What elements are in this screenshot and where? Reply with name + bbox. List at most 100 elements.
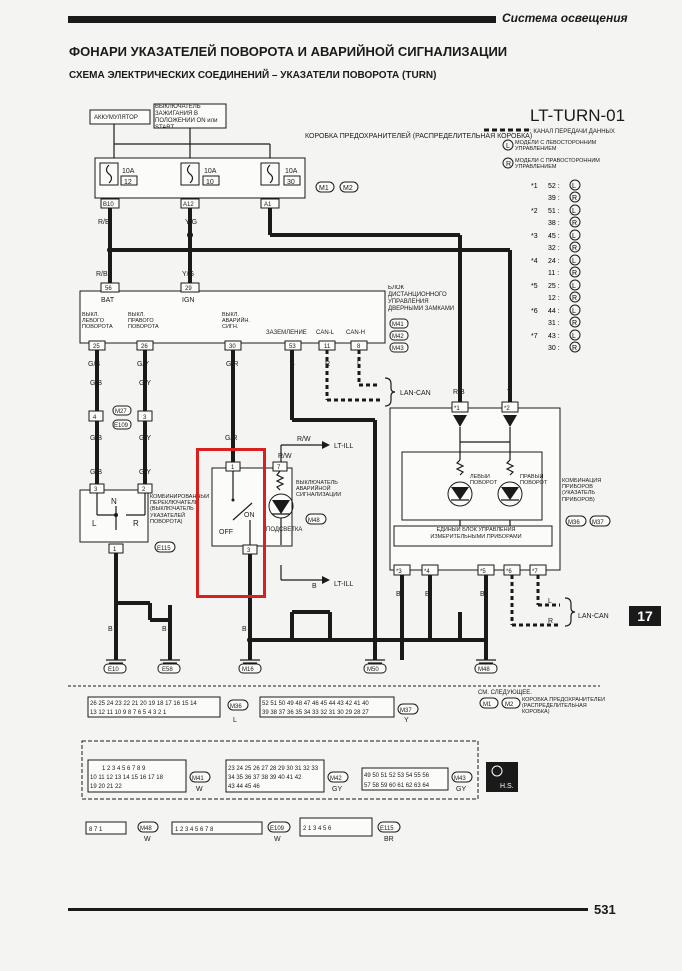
ground-m16: M16 bbox=[238, 659, 262, 674]
wire-gr-2: G/R bbox=[225, 435, 237, 442]
pin-l-symbol bbox=[569, 229, 581, 241]
fuse-a12: 10A 10 bbox=[180, 162, 220, 186]
wire-gy-3: G/Y bbox=[139, 435, 151, 442]
pin-ref: *1 bbox=[531, 183, 538, 190]
pin-r-symbol bbox=[569, 316, 581, 328]
svg-text:E109: E109 bbox=[270, 826, 285, 832]
legend-rhd: МОДЕЛИ С ПРАВОСТОРОННИМ УПРАВЛЕНИЕМ bbox=[515, 158, 600, 171]
cluster-left-lamp: ЛЕВЫЙ ПОВОРОТ bbox=[470, 474, 498, 486]
svg-text:*5: *5 bbox=[480, 569, 486, 575]
svg-text:34 35 36 37 38 39 40 41 42: 34 35 36 37 38 39 40 41 42 bbox=[228, 775, 302, 781]
combo-pos-r: R bbox=[133, 519, 139, 528]
lan-can-cluster: LAN-CAN bbox=[578, 613, 609, 620]
footer-bar bbox=[68, 908, 588, 911]
bcm-input-left: ВЫКЛ. ЛЕВОГО ПОВОРОТА bbox=[82, 312, 113, 330]
svg-text:M36: M36 bbox=[568, 520, 580, 526]
hazard-pin-1: 1 bbox=[231, 465, 235, 471]
svg-text:1 2 3 4 5 6 7 8: 1 2 3 4 5 6 7 8 bbox=[175, 827, 214, 833]
svg-text:10A: 10A bbox=[122, 168, 135, 175]
ignition-label: ВЫКЛЮЧАТЕЛЬ ЗАЖИГАНИЯ В ПОЛОЖЕНИИ ON или… bbox=[155, 104, 218, 128]
svg-text:2 1 3 4 5 6: 2 1 3 4 5 6 bbox=[303, 826, 332, 832]
cluster-right-lamp: ПРАВЫЙ ПОВОРОТ bbox=[520, 474, 548, 486]
svg-text:E115: E115 bbox=[380, 826, 394, 832]
wire-b-e58: B bbox=[162, 626, 167, 633]
svg-text:53: 53 bbox=[289, 344, 296, 350]
wire-gb-1: G/B bbox=[88, 361, 100, 368]
svg-text:25: 25 bbox=[93, 344, 100, 350]
svg-text:M37: M37 bbox=[400, 708, 412, 714]
pin-l-letter: L bbox=[572, 233, 576, 240]
hazard-off: OFF bbox=[219, 529, 233, 536]
highlight-box bbox=[196, 448, 266, 598]
svg-text:26: 26 bbox=[141, 344, 148, 350]
pin-r-symbol bbox=[569, 341, 581, 353]
legend-r-symbol: R bbox=[506, 161, 511, 168]
svg-text:L: L bbox=[233, 717, 237, 724]
battery-label: АККУМУЛЯТОР bbox=[94, 115, 138, 121]
lt-ill-bottom: LT-ILL bbox=[334, 581, 353, 588]
lan-can-bcm: LAN-CAN bbox=[400, 390, 431, 397]
legend-lhd: МОДЕЛИ С ЛЕВОСТОРОННИМ УПРАВЛЕНИЕМ bbox=[515, 140, 597, 153]
svg-text:26 25 24 23 22 21 20 19 18 17: 26 25 24 23 22 21 20 19 18 17 16 15 14 bbox=[90, 701, 197, 707]
svg-text:13 12 11 10 9 8 7 6 5 4 3 2 1: 13 12 11 10 9 8 7 6 5 4 3 2 1 bbox=[90, 710, 167, 716]
svg-text:H.S.: H.S. bbox=[500, 783, 514, 790]
svg-text:8: 8 bbox=[357, 344, 361, 350]
page-number: 531 bbox=[594, 902, 616, 917]
wire-yg-bcm: Y/G bbox=[182, 271, 194, 278]
combo-switch-box bbox=[79, 489, 149, 543]
svg-text:12: 12 bbox=[124, 179, 132, 186]
pin-a12: A12 bbox=[183, 202, 194, 208]
combo-pos-n: N bbox=[111, 497, 117, 506]
pin-l-symbol bbox=[569, 304, 581, 316]
svg-text:8 7 1: 8 7 1 bbox=[89, 827, 103, 833]
section-title: Система освещения bbox=[502, 11, 628, 25]
svg-text:W: W bbox=[274, 836, 281, 843]
pin-b10: B10 bbox=[103, 202, 114, 208]
wire-gb-4: G/B bbox=[90, 469, 102, 476]
svg-text:3: 3 bbox=[143, 415, 147, 421]
svg-text:GY: GY bbox=[332, 786, 342, 793]
hazard-lamp-label: ПОДСВЕТКА bbox=[266, 527, 302, 533]
pin-l-value: 45 : bbox=[548, 233, 560, 240]
bcm-pin-29: 29 bbox=[185, 286, 192, 292]
pin-l-letter: L bbox=[572, 333, 576, 340]
pin-r-letter: R bbox=[572, 345, 577, 352]
see-below: СМ. СЛЕДУЮЩЕЕ. bbox=[478, 690, 532, 696]
connector-fuse-label: КОРОБКА ПРЕДОХРАНИТЕЛЕЙ (РАСПРЕДЕЛИТЕЛЬН… bbox=[522, 697, 606, 716]
wire-gy-4: G/Y bbox=[139, 469, 151, 476]
pin-l-value: 25 : bbox=[548, 283, 560, 290]
svg-text:Y: Y bbox=[404, 717, 409, 724]
lt-ill-top: LT-ILL bbox=[334, 443, 353, 450]
fuse-box-label: КОРОБКА ПРЕДОХРАНИТЕЛЕЙ (РАСПРЕДЕЛИТЕЛЬН… bbox=[305, 131, 532, 140]
hazard-on: ON bbox=[244, 512, 255, 519]
bcm-pin-56: 56 bbox=[105, 286, 112, 292]
pin-l-letter: L bbox=[572, 283, 576, 290]
svg-text:*4: *4 bbox=[424, 569, 430, 575]
svg-text:19 20 21 22: 19 20 21 22 bbox=[90, 784, 122, 790]
page-subtitle: СХЕМА ЭЛЕКТРИЧЕСКИХ СОЕДИНЕНИЙ – УКАЗАТЕ… bbox=[69, 70, 437, 81]
pin-l-letter: L bbox=[572, 308, 576, 315]
pin-r-value: 32 : bbox=[548, 245, 560, 252]
pin-r-letter: R bbox=[572, 195, 577, 202]
wire-gy-2: G/Y bbox=[139, 380, 151, 387]
pin-l-symbol bbox=[569, 329, 581, 341]
page-title: ФОНАРИ УКАЗАТЕЛЕЙ ПОВОРОТА И АВАРИЙНОЙ С… bbox=[69, 44, 508, 59]
svg-text:52 51 50 49 48 47 46 45 44 43: 52 51 50 49 48 47 46 45 44 43 42 41 40 bbox=[262, 701, 369, 707]
svg-text:M43: M43 bbox=[392, 346, 404, 352]
hazard-switch-label: ВЫКЛЮЧАТЕЛЬ АВАРИЙНОЙ СИГНАЛИЗАЦИИ bbox=[296, 480, 342, 499]
bcm-input-right: ВЫКЛ. ПРАВОГО ПОВОРОТА bbox=[128, 312, 159, 330]
hazard-pin-3: 3 bbox=[247, 548, 251, 554]
pin-r-letter: R bbox=[572, 295, 577, 302]
svg-text:M41: M41 bbox=[392, 322, 404, 328]
combo-switch-label: КОМБИНИРОВАННЫЙ ПЕРЕКЛЮЧАТЕЛЬ (ВЫКЛЮЧАТЕ… bbox=[150, 494, 210, 525]
combo-pos-l: L bbox=[92, 519, 97, 528]
bcm-bat: BAT bbox=[101, 297, 115, 304]
fuse-a1: 10A 30 bbox=[260, 162, 301, 186]
svg-text:M36: M36 bbox=[230, 704, 242, 710]
svg-text:M27: M27 bbox=[115, 409, 127, 415]
combo-pin-2: 2 bbox=[142, 487, 146, 493]
svg-text:23 24 25 26 27 28 29 30 31 32: 23 24 25 26 27 28 29 30 31 32 33 bbox=[228, 766, 319, 772]
svg-text:*3: *3 bbox=[396, 569, 402, 575]
cluster-refs: M36 M37 bbox=[565, 515, 611, 527]
pin-ref: *2 bbox=[531, 208, 538, 215]
